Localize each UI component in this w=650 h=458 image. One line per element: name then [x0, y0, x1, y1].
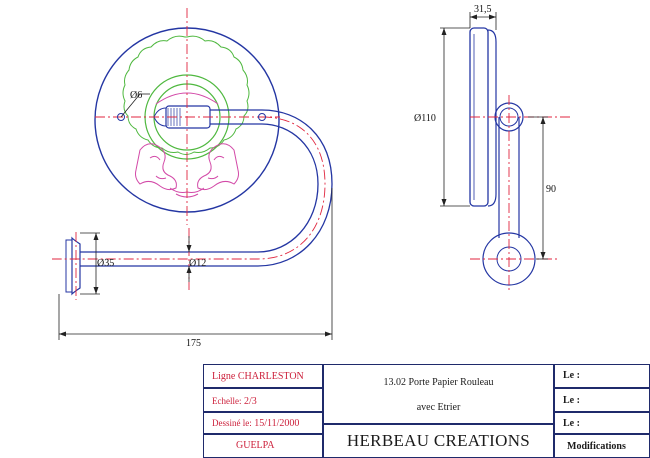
tb-author-value: GUELPA [236, 440, 275, 451]
dim-label-diameter-35: Ø35 [97, 258, 114, 269]
tb-product-line2: avec Etrier [416, 402, 461, 413]
dim-arrows-front [59, 233, 332, 337]
hole-right [258, 113, 266, 121]
dim-label-diameter-110: Ø110 [414, 113, 436, 124]
dim-label-depth-31-5: 31,5 [474, 4, 492, 15]
rosette-decor-ring [122, 35, 250, 155]
side-view [469, 27, 570, 290]
tb-le-1-label: Le : [563, 370, 580, 381]
dimension-lines-front [58, 93, 333, 340]
tb-le-2: Le : [554, 388, 650, 412]
dim-label-length-175: 175 [186, 338, 201, 349]
tb-dessine-value: 15/11/2000 [254, 418, 300, 429]
tb-echelle: Echelle: 2/3 [203, 388, 323, 412]
tb-le-3-label: Le : [563, 418, 580, 429]
tb-echelle-label: Echelle: [212, 396, 242, 406]
title-block: Ligne CHARLESTON Echelle: 2/3 Dessiné le… [203, 364, 650, 458]
dim-label-height-90: 90 [546, 184, 556, 195]
dim-arrows-side [441, 14, 546, 259]
end-cap-base [65, 239, 73, 293]
tb-le-1: Le : [554, 364, 650, 388]
side-rosette-curve [487, 29, 497, 207]
tb-ligne-value: CHARLESTON [237, 371, 304, 382]
tb-le-3: Le : [554, 412, 650, 434]
ornament-right [197, 143, 239, 191]
tb-product-line1: 13.02 Porte Papier Rouleau [383, 377, 494, 388]
tb-company: HERBEAU CREATIONS [323, 424, 554, 458]
arm-inner [80, 123, 319, 253]
centerlines-front [52, 8, 326, 300]
arm-outer [80, 109, 333, 267]
tb-modifications: Modifications [554, 434, 650, 458]
tb-product: 13.02 Porte Papier Rouleau avec Etrier [323, 364, 554, 424]
hole-left [117, 113, 125, 121]
dimension-lines-side [440, 12, 548, 260]
tb-dessine: Dessiné le: 15/11/2000 [203, 412, 323, 434]
tb-ligne: Ligne CHARLESTON [203, 364, 323, 388]
tb-dessine-label: Dessiné le: [212, 418, 252, 428]
tb-le-2-label: Le : [563, 395, 580, 406]
tb-echelle-value: 2/3 [243, 396, 257, 407]
tb-ligne-label: Ligne [212, 371, 236, 382]
tb-modifications-label: Modifications [567, 441, 626, 452]
tb-company-name: HERBEAU CREATIONS [346, 431, 531, 450]
front-view [52, 8, 333, 300]
ornament-left [135, 143, 177, 191]
dim-label-diameter-12: Ø12 [189, 258, 206, 269]
dim-label-diameter-6: Ø6 [130, 90, 142, 101]
tb-author: GUELPA [203, 434, 323, 458]
